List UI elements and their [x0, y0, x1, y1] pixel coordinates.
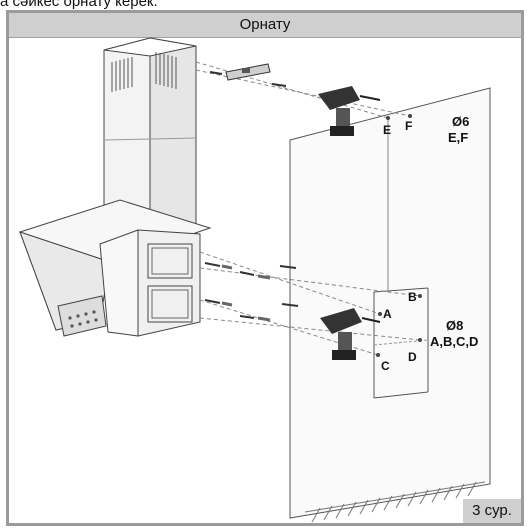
screw-icon	[204, 71, 299, 319]
lower-hole-letters: A,B,C,D	[430, 334, 478, 349]
cooker-hood-icon	[18, 37, 212, 337]
hole-label-a: A	[383, 307, 392, 321]
panel-title: Орнату	[9, 13, 521, 38]
hole-markers	[376, 114, 422, 357]
hole-label-e: E	[383, 123, 391, 137]
figure-label: 3 сур.	[463, 499, 521, 523]
upper-hole-letters: E,F	[448, 130, 468, 145]
wall-icon	[289, 87, 491, 519]
floor-hatch	[304, 481, 486, 523]
drill-icon	[320, 308, 381, 360]
header-text: а сәйкес орнату керек.	[0, 0, 158, 10]
hole-label-b: B	[408, 290, 417, 304]
wall-plug-icon	[221, 264, 271, 322]
drill-icon	[318, 86, 381, 136]
hole-label-f: F	[405, 119, 412, 133]
hole-label-c: C	[381, 359, 390, 373]
spirit-level-icon	[225, 63, 271, 81]
hole-label-d: D	[408, 350, 417, 364]
lower-diameter: Ø8	[446, 318, 463, 333]
upper-diameter: Ø6	[452, 114, 469, 129]
